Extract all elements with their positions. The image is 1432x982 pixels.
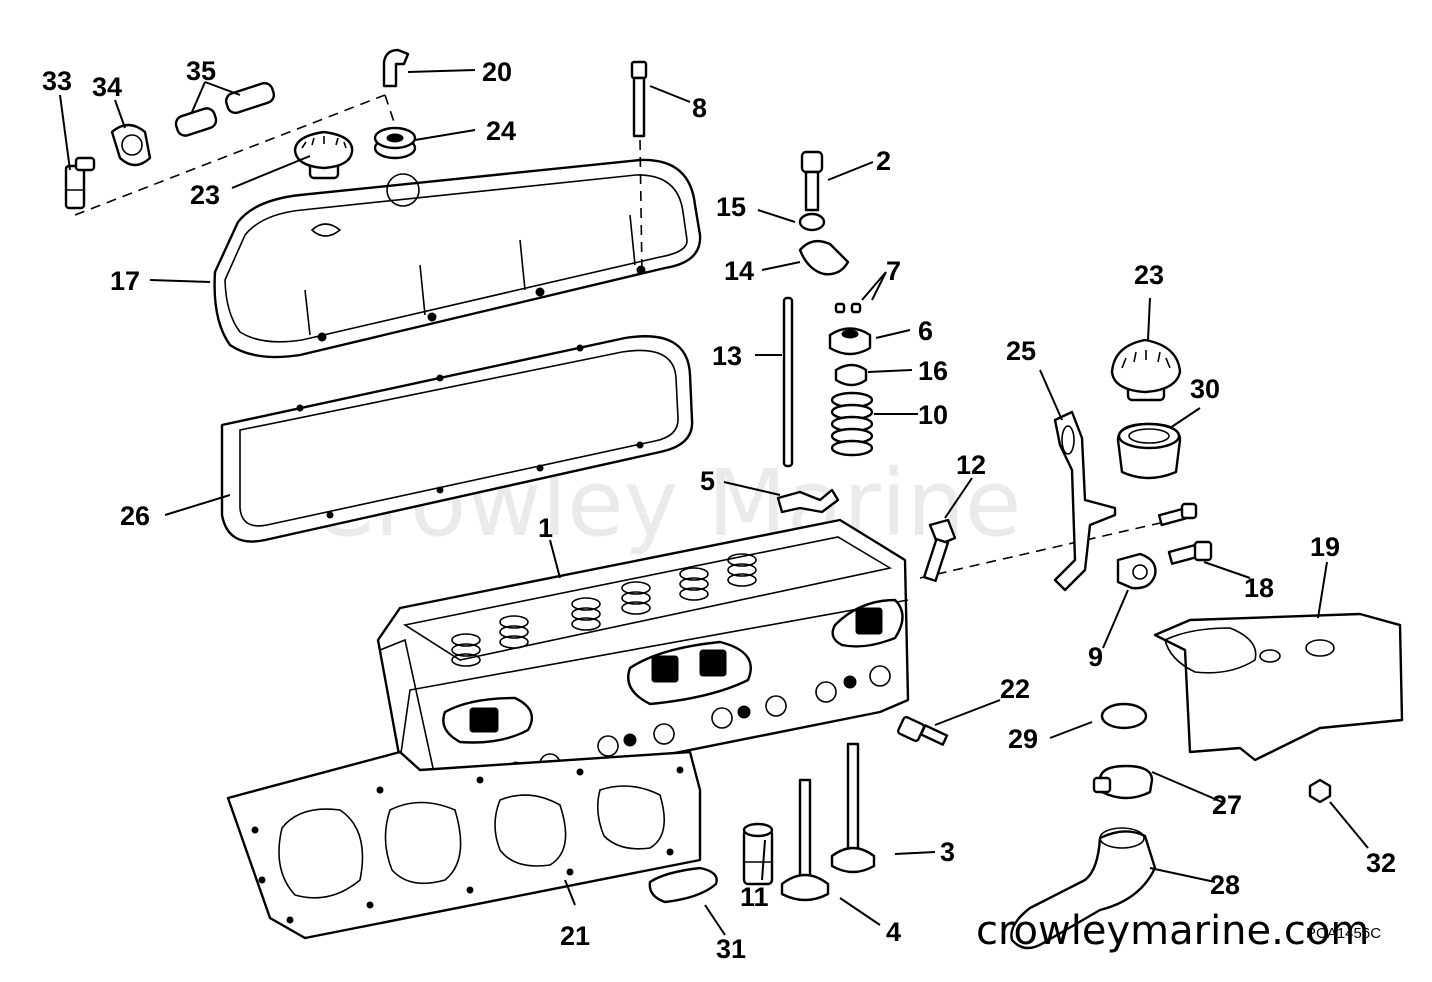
callout-27: 27: [1212, 790, 1242, 820]
callout-12: 12: [956, 450, 986, 480]
clamp-34: [110, 123, 152, 167]
rocker-arm-14: [798, 239, 850, 276]
intake-valve-4: [780, 778, 830, 902]
callout-24: 24: [486, 116, 516, 146]
callout-2: 2: [876, 146, 891, 176]
bolt-8: [630, 60, 648, 138]
callout-30: 30: [1190, 374, 1220, 404]
callout-11: 11: [740, 882, 769, 912]
callout-29: 29: [1008, 724, 1038, 754]
callout-32: 32: [1366, 848, 1396, 878]
pushrod-guide-5: [776, 488, 840, 514]
pushrod-13: [782, 296, 794, 468]
hose-28: [1010, 827, 1157, 950]
valve-keepers-7: [834, 302, 862, 314]
exhaust-plate-31: [648, 866, 718, 904]
callout-6: 6: [918, 316, 933, 346]
rocker-cover: [213, 158, 702, 359]
callout-23a: 23: [190, 180, 220, 210]
callout-33: 33: [42, 66, 72, 96]
callout-1: 1: [538, 513, 553, 543]
head-gasket-21: [226, 750, 702, 940]
callout-20: 20: [482, 57, 512, 87]
callout-19: 19: [1310, 532, 1340, 562]
callout-9: 9: [1088, 642, 1103, 672]
filler-tube-30: [1116, 422, 1182, 480]
elbow-fitting-20: [382, 48, 410, 88]
callout-5: 5: [700, 466, 715, 496]
valve-spring-10: [830, 391, 874, 457]
rocker-ball-15: [798, 212, 826, 232]
callout-14: 14: [724, 256, 754, 286]
callout-23b: 23: [1134, 260, 1164, 290]
figure-code: PCA1456C: [1306, 925, 1381, 942]
callout-18: 18: [1244, 573, 1274, 603]
callout-13: 13: [712, 341, 742, 371]
callout-3: 3: [940, 837, 955, 867]
temperature-sender-22: [897, 715, 949, 746]
hose-35: [174, 81, 276, 137]
callout-10: 10: [918, 400, 948, 430]
callout-26: 26: [120, 501, 150, 531]
exhaust-valve-3: [830, 742, 876, 874]
callout-31: 31: [716, 934, 746, 964]
callout-8: 8: [692, 93, 707, 123]
rocker-cover-gasket: [220, 335, 694, 543]
callout-34: 34: [92, 72, 122, 102]
callout-25: 25: [1006, 336, 1036, 366]
nut-32: [1308, 778, 1332, 804]
callout-7: 7: [886, 256, 901, 286]
callout-35: 35: [186, 56, 216, 86]
grommet-24: [373, 126, 417, 160]
callout-numbers: 1 2 3 4 5 6 7 8 9 10 11 12 13 14 15 16 1…: [42, 56, 1396, 964]
callout-22: 22: [1000, 674, 1030, 704]
spring-cap-6: [828, 327, 872, 356]
bolt-18: [1157, 502, 1213, 565]
oil-shield-16: [834, 363, 868, 387]
valve-guide-11: [742, 822, 774, 886]
oil-filler-cap-23b: [1110, 338, 1182, 402]
callout-17: 17: [110, 266, 140, 296]
cylinder-head-1: [376, 518, 910, 802]
callout-21: 21: [560, 921, 590, 951]
callout-28: 28: [1210, 870, 1240, 900]
callout-15: 15: [716, 192, 746, 222]
fitting-33: [64, 156, 96, 210]
bolt-12: [922, 518, 957, 583]
plate-19: [1153, 612, 1404, 762]
o-ring-29: [1100, 702, 1148, 730]
bracket-25: [1053, 410, 1117, 592]
website-url: crowleymarine.com: [976, 908, 1369, 954]
callout-16: 16: [918, 356, 948, 386]
hose-clamp-27: [1092, 764, 1154, 800]
rocker-arm-stud-2: [800, 150, 824, 212]
callout-4: 4: [886, 917, 901, 947]
oil-filler-cap-23a: [293, 130, 354, 180]
clamp-9: [1116, 552, 1157, 590]
leader-lines: [59, 69, 1369, 936]
